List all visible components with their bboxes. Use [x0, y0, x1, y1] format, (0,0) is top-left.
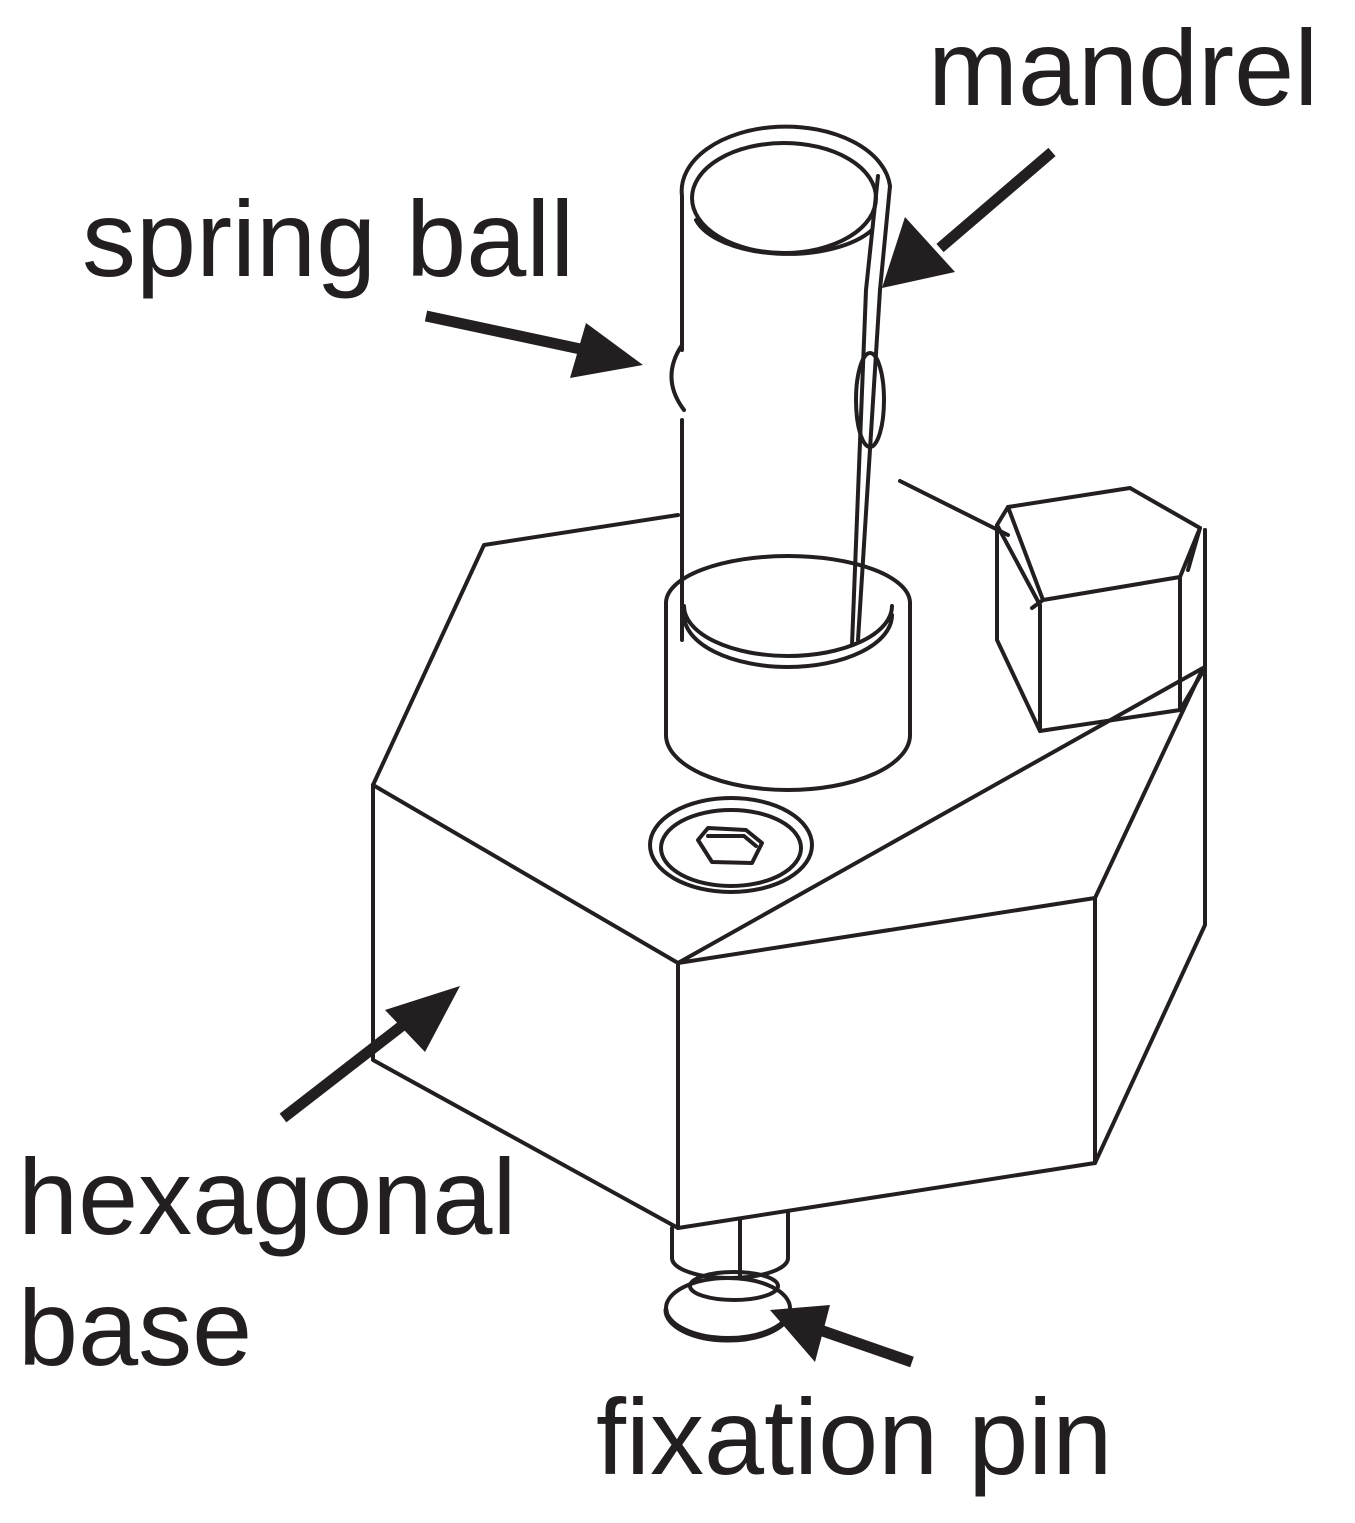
arrow-spring-ball: [424, 310, 643, 378]
arrow-mandrel: [882, 147, 1056, 288]
base-right-face: [1093, 528, 1207, 1165]
mandrel-collar: [664, 554, 912, 792]
label-spring-ball: spring ball: [82, 178, 574, 299]
arrowhead-icon: [570, 323, 643, 378]
shaft-right-edge: [856, 184, 892, 642]
label-mandrel: mandrel: [928, 7, 1318, 128]
nut-top: [1006, 486, 1202, 602]
label-hexagonal-base-line1: hexagonal: [18, 1136, 516, 1257]
collar-body: [664, 601, 912, 792]
collar-top-arc: [664, 554, 912, 605]
label-hexagonal-base-line2: base: [18, 1267, 252, 1388]
collar-inner-front: [682, 604, 894, 658]
arrow-hexagonal-base: [279, 986, 460, 1123]
label-fixation-pin: fixation pin: [596, 1376, 1112, 1497]
hex-socket-icon: [696, 826, 764, 865]
socket-head-screw: [648, 796, 814, 894]
pin-head-bottom: [663, 1307, 793, 1343]
shaft-top-chamfer: [679, 124, 892, 198]
arrow-fixation-pin: [770, 1305, 914, 1368]
mandrel-shaft: [669, 124, 892, 647]
fixation-pin-part: [663, 1210, 793, 1343]
shaft-top-front: [694, 218, 874, 256]
hex-nut: [995, 486, 1207, 733]
hexagonal-base: [371, 479, 1207, 1230]
base-top-edge-left: [371, 783, 680, 965]
spring-ball-right: [854, 351, 886, 449]
nut-right-face: [1178, 528, 1207, 712]
arrowhead-icon: [770, 1305, 830, 1362]
arrowhead-icon: [385, 986, 460, 1052]
collar-inner-front-2: [682, 613, 894, 669]
screw-outer-rim: [648, 796, 814, 894]
base-left-face: [371, 783, 680, 1230]
base-top-face: [371, 479, 1205, 965]
hex-socket-inner: [706, 834, 758, 848]
arrowhead-icon: [882, 217, 955, 288]
base-front-face: [676, 896, 1097, 1230]
shaft-top-face: [690, 141, 878, 255]
nut-left-face: [995, 523, 1042, 733]
nut-front-face: [1038, 575, 1182, 733]
spring-ball-left: [669, 343, 686, 412]
screw-inner-rim: [659, 808, 803, 888]
